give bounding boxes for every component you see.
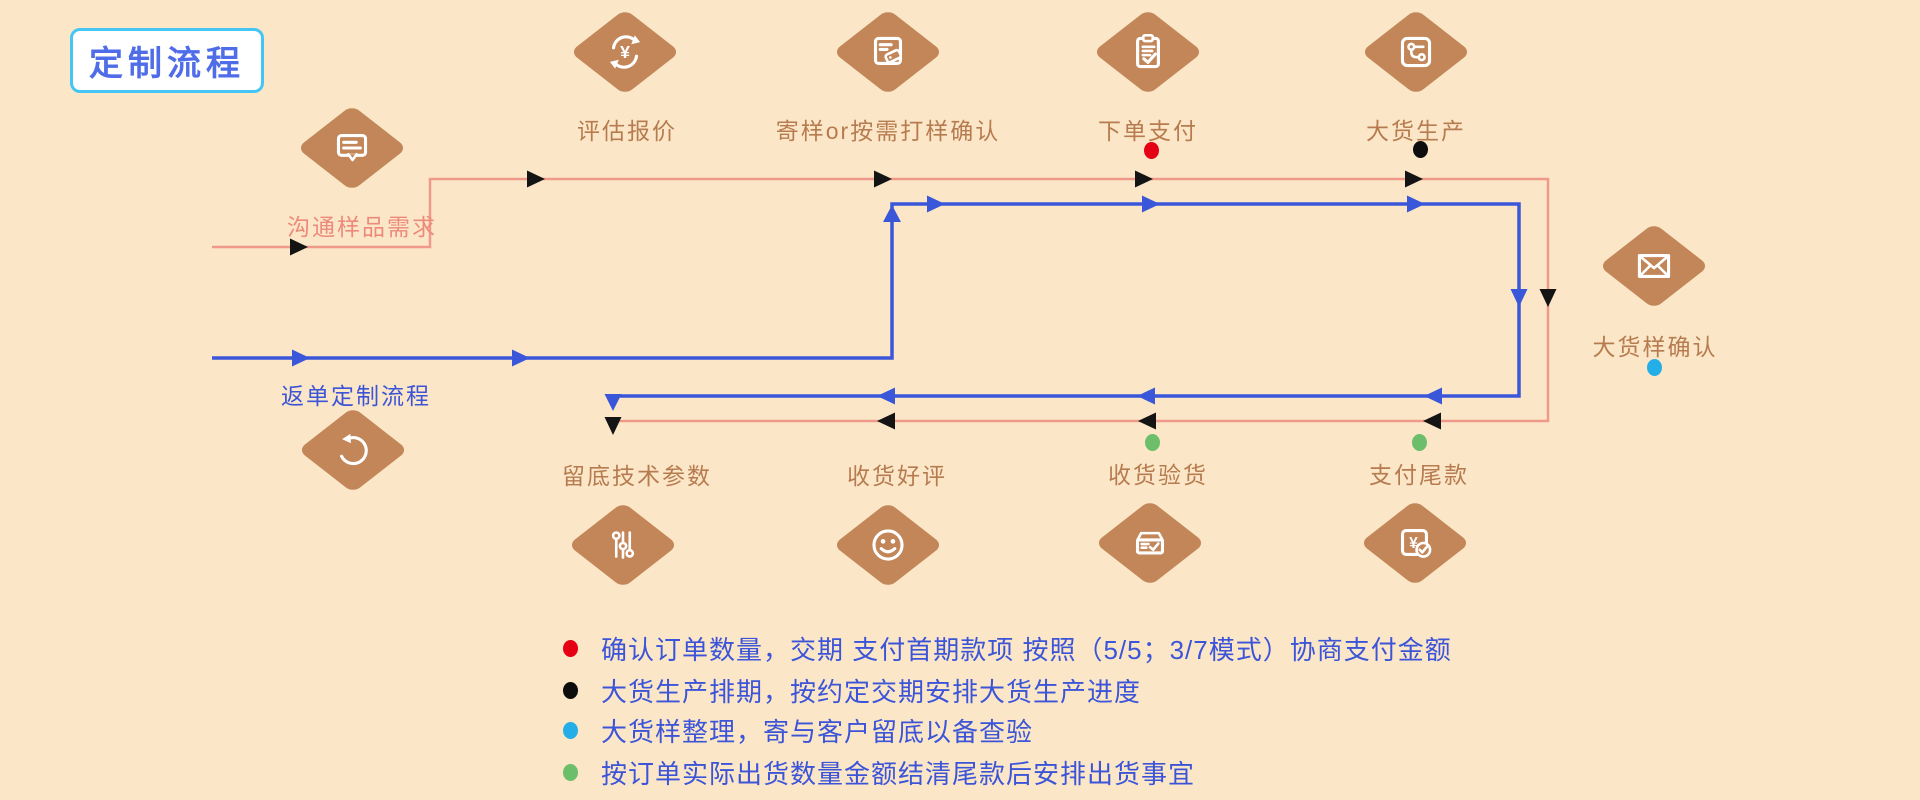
clipboard-check-icon: [1136, 34, 1160, 69]
legend-item: 按订单实际出货数量金额结清尾款后安排出货事宜: [563, 754, 1195, 791]
arrowhead-right: [527, 170, 545, 188]
arrowhead-right: [874, 170, 892, 188]
arrowhead-right: [512, 349, 530, 367]
status-dot-black: [1413, 141, 1428, 158]
node-label: 大货生产: [1366, 118, 1466, 144]
legend-dot-green: [563, 764, 578, 781]
arrowhead-right: [1135, 170, 1153, 188]
legend-item: 大货生产排期，按约定交期安排大货生产进度: [563, 672, 1141, 709]
arrowhead-left: [1138, 412, 1156, 430]
redo-icon: [340, 433, 368, 466]
node-label: 留底技术参数: [562, 463, 712, 489]
legend-item: 确认订单数量，交期 支付首期款项 按照（5/5；3/7模式）协商支付金额: [563, 630, 1452, 667]
status-dot-cyan: [1647, 359, 1662, 376]
status-dot-red: [1144, 142, 1159, 159]
legend-dot-black: [563, 682, 578, 699]
diagram-title-box: 定制流程: [70, 28, 264, 93]
arrowhead-right: [1407, 195, 1425, 213]
arrowhead-left: [877, 387, 895, 405]
node-label: 评估报价: [577, 118, 677, 144]
svg-text:¥: ¥: [620, 42, 630, 62]
arrowhead-right: [290, 238, 308, 256]
sliders-icon: [611, 531, 635, 559]
legend-text: 确认订单数量，交期 支付首期款项 按照（5/5；3/7模式）协商支付金额: [601, 635, 1452, 665]
arrowhead-right: [1142, 195, 1160, 213]
arrowhead-left: [1423, 412, 1441, 430]
arrowhead-up: [883, 205, 901, 222]
legend-text: 按订单实际出货数量金额结清尾款后安排出货事宜: [601, 759, 1196, 789]
note-tag-icon: [873, 36, 903, 65]
node-label: 下单支付: [1098, 118, 1198, 144]
node-label: 收货好评: [847, 463, 947, 489]
node-label: 沟通样品需求: [287, 214, 437, 240]
salmon-flow-line: [212, 177, 1550, 423]
node-label: 收货验货: [1108, 462, 1208, 488]
envelope-icon: [1637, 254, 1671, 278]
status-dot-green: [1412, 434, 1427, 451]
node-label: 寄样or按需打样确认: [775, 118, 1001, 144]
node-label: 大货样确认: [1592, 334, 1718, 360]
workflow-icon: [1400, 36, 1432, 68]
node-label: 返单定制流程: [281, 383, 431, 409]
parcel-check-icon: [1135, 531, 1165, 555]
legend-item: 大货样整理，寄与客户留底以备查验: [563, 712, 1033, 749]
yen-check-icon: ¥: [1400, 528, 1432, 558]
node-label: 支付尾款: [1369, 462, 1469, 488]
smiley-icon: [872, 529, 904, 561]
refresh-yen-icon: ¥: [609, 35, 641, 69]
page-title: 定制流程: [89, 45, 245, 83]
arrowhead-left: [1137, 387, 1155, 405]
legend-text: 大货生产排期，按约定交期安排大货生产进度: [601, 677, 1142, 707]
arrowhead-right: [927, 195, 945, 213]
svg-text:¥: ¥: [1409, 535, 1418, 552]
legend-dot-cyan: [563, 722, 578, 739]
arrowhead-down: [1539, 289, 1557, 307]
arrowhead-right: [292, 349, 310, 367]
legend-text: 大货样整理，寄与客户留底以备查验: [601, 717, 1034, 747]
status-dot-green: [1145, 434, 1160, 451]
arrowhead-down: [604, 394, 622, 411]
arrowhead-left: [1424, 387, 1442, 405]
arrowhead-down: [604, 417, 622, 435]
arrowhead-down: [1510, 289, 1528, 307]
legend-dot-red: [563, 640, 578, 657]
chat-icon: [336, 133, 368, 162]
arrowhead-left: [877, 412, 895, 430]
blue-flow-line: [212, 202, 1521, 398]
arrowhead-right: [1405, 170, 1423, 188]
